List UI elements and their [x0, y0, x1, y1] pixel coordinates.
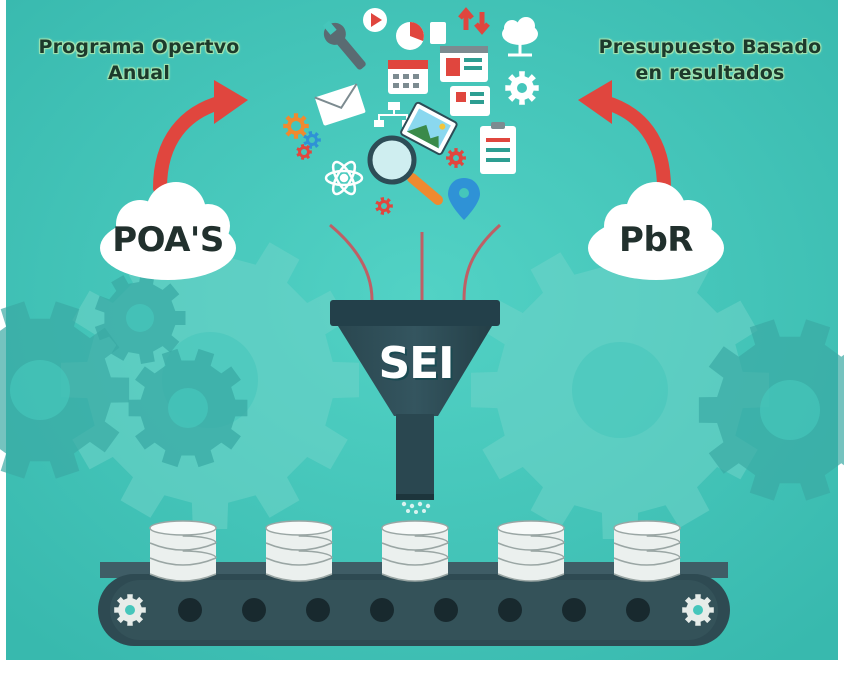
conveyor-roller: [498, 598, 522, 622]
gears-icon: [283, 113, 321, 160]
cloud-right: [588, 182, 724, 280]
headline-right-line1: Presupuesto Basado: [598, 36, 822, 58]
cloud-left: [100, 182, 236, 280]
headline-left-line2: Anual: [107, 62, 171, 84]
roller-gear-icon: [114, 594, 146, 626]
left-curved-arrow: [153, 80, 248, 195]
conveyor-roller: [306, 598, 330, 622]
background-gear: [698, 319, 844, 501]
calendar-icon: [388, 60, 428, 94]
background-gear: [471, 241, 769, 539]
icon-cluster: [283, 7, 539, 220]
gear-icon: [303, 131, 321, 149]
conveyor-rollers: [114, 594, 714, 626]
conveyor-roller: [178, 598, 202, 622]
envelope-icon: [314, 83, 366, 126]
headline-right-line2: en resultados: [635, 62, 785, 84]
browser-window-icon: [440, 46, 490, 116]
database-icon: [381, 520, 449, 582]
image-icon: [400, 101, 458, 156]
gear-icon: [296, 144, 312, 160]
conveyor-roller: [562, 598, 586, 622]
gears-icon: [375, 148, 466, 215]
headline-right: Presupuesto Basado en resultados: [578, 34, 842, 86]
background-gear: [128, 348, 248, 468]
background-gear: [94, 272, 186, 364]
play-icon: [363, 8, 387, 32]
clipboard-icon: [480, 122, 516, 174]
wrench-icon: [322, 20, 366, 70]
conveyor-roller: [242, 598, 266, 622]
cloud-left-label: POA'S: [112, 220, 224, 260]
gear-icon: [505, 71, 539, 105]
database-icon: [497, 520, 565, 582]
conveyor-roller: [370, 598, 394, 622]
gear-icon: [505, 71, 539, 105]
funnel: [330, 300, 500, 514]
headline-left: Programa Opertvo Anual: [8, 34, 270, 86]
funnel-label: SEI: [378, 338, 454, 389]
database-icon: [265, 520, 333, 582]
magnifier-icon: [367, 135, 443, 205]
conveyor-belt: [98, 562, 730, 646]
background-gear: [0, 301, 130, 479]
conveyor-roller: [626, 598, 650, 622]
atom-icon: [324, 160, 364, 196]
headline-left-line1: Programa Opertvo: [38, 36, 240, 58]
right-curved-arrow: [578, 80, 671, 195]
funnel-input-lines: [329, 223, 502, 301]
gear-icon: [446, 148, 466, 168]
conveyor-roller: [434, 598, 458, 622]
cloud-network-icon: [502, 17, 538, 57]
pie-chart-icon: [396, 22, 446, 50]
location-pin-icon: [448, 178, 480, 220]
database-icon: [613, 520, 681, 582]
database-row: [149, 520, 681, 582]
database-icon: [149, 520, 217, 582]
sort-arrows-icon: [458, 7, 490, 35]
roller-gear-icon: [682, 594, 714, 626]
cloud-right-label: PbR: [619, 220, 693, 260]
gear-icon: [283, 113, 309, 139]
gear-icon: [375, 197, 393, 215]
background-gears: [0, 231, 844, 539]
